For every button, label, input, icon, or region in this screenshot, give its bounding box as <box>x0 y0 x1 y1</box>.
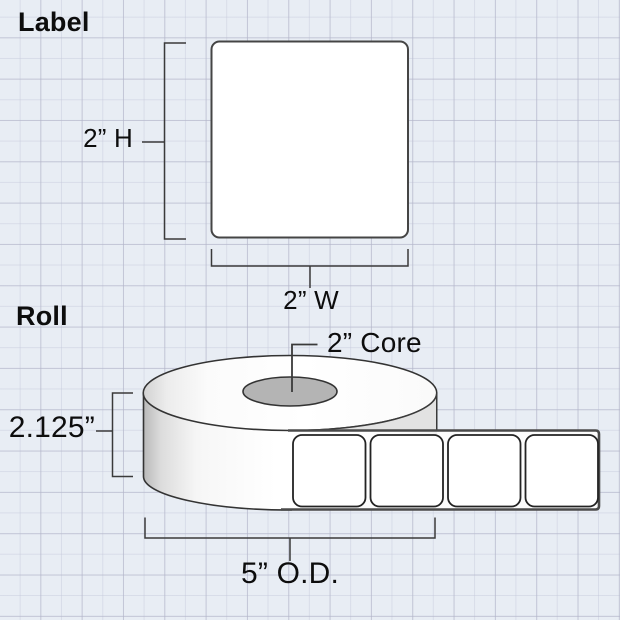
core-dimension: 2” Core <box>327 327 422 358</box>
liner-strip-border <box>281 429 601 511</box>
strip-label-2 <box>369 434 444 508</box>
core-leader-line <box>291 343 318 392</box>
label-section-heading: Label <box>18 7 90 37</box>
roll-section-heading: Roll <box>16 301 68 331</box>
roll-core <box>242 376 338 407</box>
outer-diameter-dimension: 5” O.D. <box>240 557 340 590</box>
label-height-dimension: 2” H <box>83 123 133 153</box>
roll-bottom-edge <box>142 476 293 511</box>
strip-label-3 <box>447 434 522 508</box>
height-bracket <box>163 42 186 240</box>
width-bracket <box>210 249 409 267</box>
strip-label-1 <box>292 434 367 508</box>
label-width-dimension: 2” W <box>283 285 339 315</box>
roll-width-dimension: 2.125” <box>8 411 95 444</box>
roll-width-bracket <box>111 392 133 478</box>
label-square <box>210 40 409 239</box>
outer-diameter-bracket <box>144 517 436 539</box>
strip-label-4 <box>524 434 599 508</box>
